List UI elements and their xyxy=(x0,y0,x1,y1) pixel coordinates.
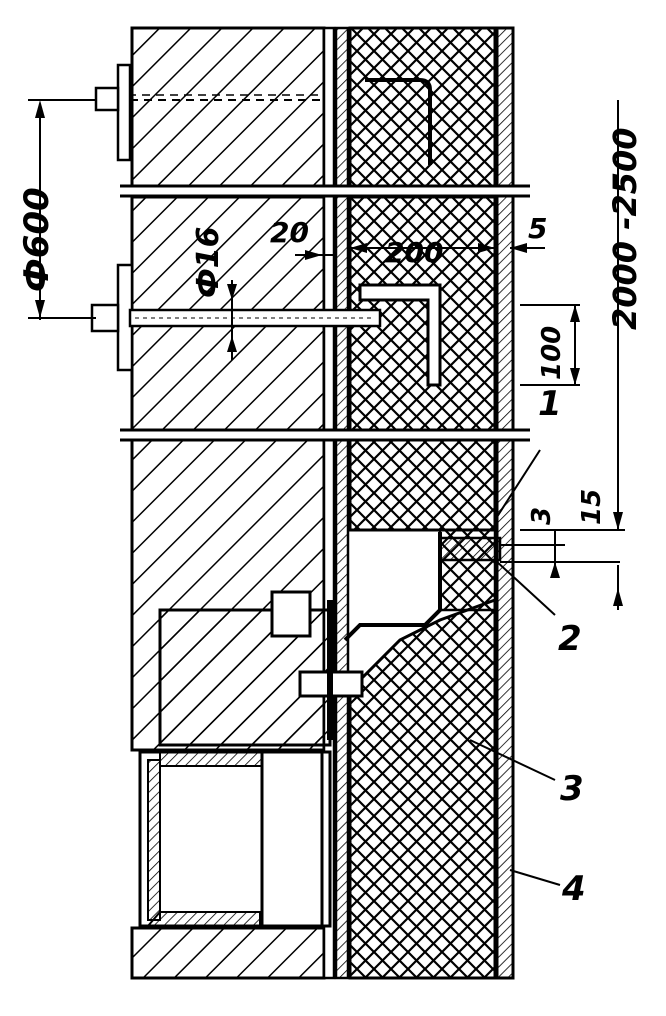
support-bracket xyxy=(158,532,502,747)
bolt-spacing-label: Ф600 xyxy=(17,187,57,292)
callout-4: 4 xyxy=(561,869,586,909)
insulation-layer xyxy=(348,26,497,980)
dimension-arrowheads xyxy=(35,100,623,606)
callout-1: 1 xyxy=(538,384,562,424)
steel-sheet-layers xyxy=(322,26,350,980)
gap-label: 20 xyxy=(270,216,309,249)
steel-channel xyxy=(138,750,332,928)
upper-anchor xyxy=(60,63,432,165)
anchor-bolt xyxy=(90,263,442,387)
horizontal-joints xyxy=(120,184,530,442)
insulation-thickness-label: 200 xyxy=(385,236,443,269)
callout-leaders xyxy=(469,449,561,886)
dimension-3-label: 3 xyxy=(527,507,557,525)
cladding-gap-label: 5 xyxy=(528,212,547,245)
callout-2: 2 xyxy=(558,619,582,659)
anchor-height-label: 100 xyxy=(537,326,567,380)
bolt-diameter-label: Ф16 xyxy=(191,227,226,299)
dimension-lines xyxy=(28,99,625,610)
dimension-15-label: 15 xyxy=(577,489,607,525)
callout-3: 3 xyxy=(560,769,584,809)
height-range-label: 2000 -2500 xyxy=(606,127,644,330)
